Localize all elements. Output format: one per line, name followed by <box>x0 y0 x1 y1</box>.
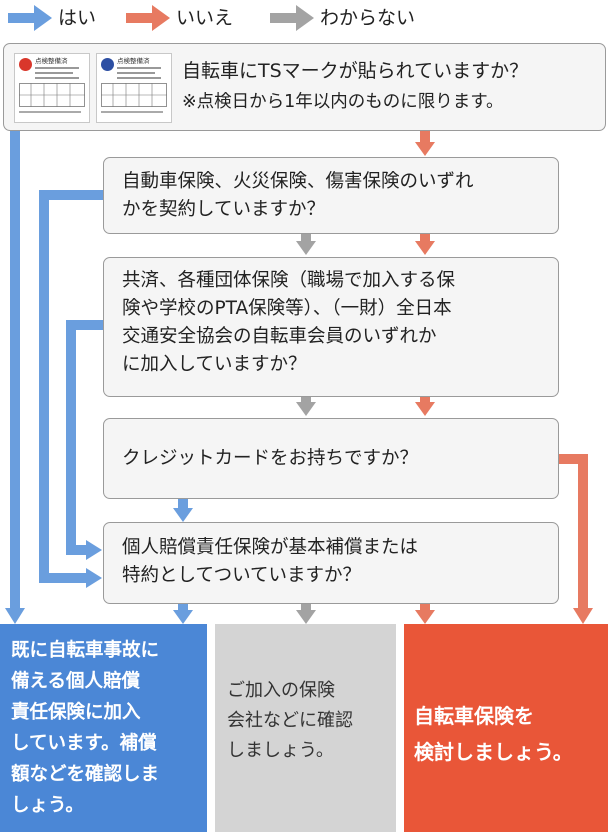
q1-no-arrowhead <box>415 142 435 156</box>
q2-yes-arrowhead <box>86 568 102 588</box>
q3-unknown-arrowhead <box>296 402 316 416</box>
ts-mark-red-label: 点検整備済 <box>35 57 68 65</box>
ts-mark-blue-sub-lines <box>117 65 161 79</box>
ts-mark-red: 点検整備済 <box>14 53 90 123</box>
q2-yes-connector <box>39 190 103 583</box>
ts-mark-red-sub-lines <box>35 65 79 79</box>
red-ts-logo-icon <box>19 58 32 71</box>
q3-yes-connector <box>66 320 103 555</box>
q4-no-arrowhead <box>573 608 593 624</box>
legend-no-arrow <box>126 5 170 31</box>
q4-no-connector <box>559 454 588 610</box>
question-general-insurance-text: 自動車保険、火災保険、傷害保険のいずれ かを契約していますか？ <box>122 171 474 220</box>
result-consider-bicycle-insurance: 自転車保険を 検討しましょう。 <box>404 624 608 832</box>
question-liability-coverage-box: 個人賠償責任保険が基本補償または 特約としてついていますか？ <box>103 522 559 604</box>
question-credit-card-box: クレジットカードをお持ちですか？ <box>103 418 559 499</box>
ts-mark-blue: 点検整備済 <box>96 53 172 123</box>
q2-unknown-arrowhead <box>296 241 316 255</box>
ts-mark-blue-grid <box>101 83 167 107</box>
q5-no-arrowhead <box>415 610 435 624</box>
question-mutual-aid-box: 共済、各種団体保険（職場で加入する保 険や学校のPTA保険等）、（一財）全日本 … <box>103 257 559 397</box>
legend-no-label: いいえ <box>176 7 234 29</box>
question-liability-coverage-text: 個人賠償責任保険が基本補償または 特約としてついていますか？ <box>122 537 419 586</box>
ts-mark-red-grid <box>19 83 85 107</box>
question-ts-mark-note: ※点検日から1年以内のものに限ります。 <box>182 92 504 112</box>
legend-unknown-label: わからない <box>320 7 416 29</box>
q1-yes-arrowhead <box>5 608 25 624</box>
q3-yes-arrowhead <box>86 540 102 560</box>
q2-no-arrowhead <box>415 241 435 255</box>
question-ts-mark-text: 自転車にTSマークが貼られていますか？ <box>182 60 529 82</box>
ts-mark-blue-foot <box>101 111 163 113</box>
legend-yes-label: はい <box>58 7 97 29</box>
q4-yes-arrowhead <box>173 508 193 522</box>
question-general-insurance-box: 自動車保険、火災保険、傷害保険のいずれ かを契約していますか？ <box>103 157 559 234</box>
result-check-insurer: ご加入の保険 会社などに確認 しましょう。 <box>215 624 396 832</box>
result-already-insured: 既に自転車事故に 備える個人賠償 責任保険に加入 しています。補償 額などを確認… <box>0 624 207 832</box>
legend-yes-arrow <box>8 5 52 31</box>
blue-ts-logo-icon <box>101 58 114 71</box>
ts-mark-blue-label: 点検整備済 <box>117 57 150 65</box>
legend-unknown-arrow <box>270 5 314 31</box>
q5-yes-arrowhead <box>173 610 193 624</box>
question-ts-mark-box <box>3 43 606 131</box>
question-mutual-aid-text: 共済、各種団体保険（職場で加入する保 険や学校のPTA保険等）、（一財）全日本 … <box>122 270 456 375</box>
q3-no-arrowhead <box>415 402 435 416</box>
q5-unknown-arrowhead <box>296 610 316 624</box>
question-credit-card-text: クレジットカードをお持ちですか？ <box>122 448 419 469</box>
ts-mark-red-foot <box>19 111 81 113</box>
